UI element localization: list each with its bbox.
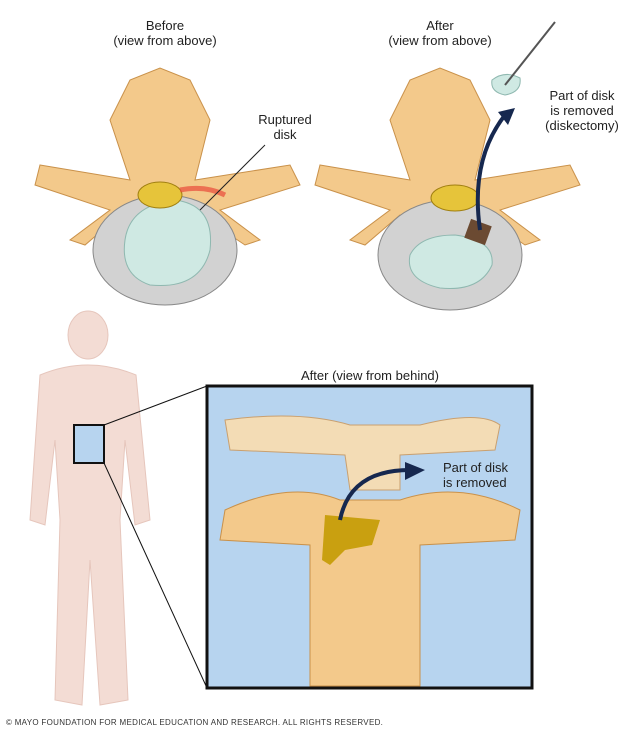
before-subtitle: (view from above) bbox=[113, 33, 217, 48]
callout-line: Ruptured bbox=[258, 112, 312, 127]
after-subtitle: (view from above) bbox=[388, 33, 492, 48]
human-body bbox=[29, 310, 151, 706]
inset-view-from-behind bbox=[205, 384, 534, 690]
callout-line: disk bbox=[273, 127, 297, 142]
after-title: After(view from above) bbox=[370, 18, 510, 48]
callout-line: (diskectomy) bbox=[545, 118, 619, 133]
before-title: Before(view from above) bbox=[95, 18, 235, 48]
after-vertebra bbox=[314, 21, 581, 311]
after-title-text: After bbox=[426, 18, 454, 33]
callout-line: Part of disk bbox=[549, 88, 615, 103]
before-vertebra bbox=[34, 67, 301, 306]
before-title-text: Before bbox=[145, 18, 185, 33]
callout-line: Part of disk bbox=[443, 460, 509, 475]
behind-title: After (view from behind) bbox=[301, 368, 439, 383]
callout-line: is removed bbox=[443, 475, 507, 490]
copyright-footer: © MAYO FOUNDATION FOR MEDICAL EDUCATION … bbox=[6, 718, 384, 727]
callout-line: is removed bbox=[550, 103, 614, 118]
